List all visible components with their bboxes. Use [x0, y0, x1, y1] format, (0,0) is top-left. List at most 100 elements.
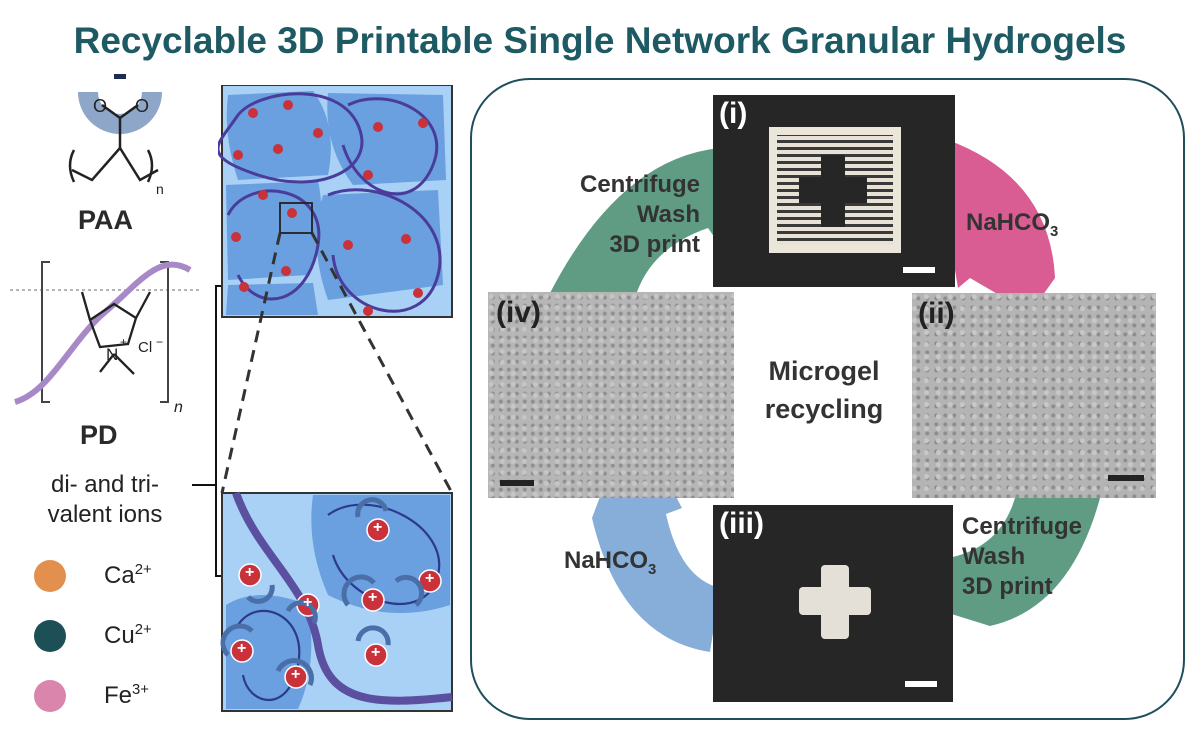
step-line: Wash [636, 201, 700, 228]
center-line1: Microgel [768, 356, 880, 386]
cation-charge: + [371, 644, 381, 661]
ion-charge: 2+ [134, 562, 152, 578]
arrow-bottom-left [592, 448, 720, 652]
panel-iii-label: (iii) [719, 507, 764, 540]
cation-dot [287, 208, 297, 218]
negative-charge-mark [114, 74, 126, 79]
cation-dot [313, 128, 323, 138]
anion-arc [355, 625, 391, 646]
carboxylate-o-left: O [93, 96, 107, 116]
pd-structure-diagram: n N + Cl − [10, 261, 200, 416]
cation-plus [284, 665, 308, 689]
step-subscript: 3 [1050, 223, 1059, 240]
cation-charge: + [373, 519, 383, 536]
ion-legend-item: Fe3+ [34, 678, 152, 714]
scale-bar [903, 267, 935, 273]
cation-plus [366, 518, 390, 542]
ion-charge: 2+ [134, 622, 152, 638]
paa-label: PAA [78, 205, 134, 235]
cation-dot [343, 240, 353, 250]
zoom-box [279, 202, 313, 234]
cation-dot [418, 118, 428, 128]
ion-legend-list: Ca2+ Cu2+ Fe3+ [34, 558, 152, 714]
figure-title: Recyclable 3D Printable Single Network G… [73, 20, 1127, 61]
step-top-left: Centrifuge Wash 3D print [538, 170, 700, 260]
cation-dot [231, 232, 241, 242]
step-line: Wash [962, 543, 1026, 570]
cation-plus [238, 563, 262, 587]
cation-dot [283, 100, 293, 110]
cation-charge: + [368, 589, 378, 606]
panel-iv-microgel-image: (iv) [488, 292, 734, 498]
ions-header-line1: di- and tri- [50, 471, 160, 498]
step-top-right: NaHCO3 [966, 208, 1058, 247]
cation-dot [363, 170, 373, 180]
center-line2: recycling [764, 394, 884, 424]
ion-legend-item: Ca2+ [34, 558, 152, 594]
anion-arc [285, 600, 318, 625]
cation-dot [239, 282, 249, 292]
step-line: 3D print [962, 573, 1053, 600]
scale-bar [1108, 475, 1144, 481]
step-subscript: 3 [648, 561, 657, 578]
ion-charge: 3+ [132, 682, 149, 698]
ion-base: Cu [104, 622, 135, 649]
pd-chloride-charge: − [156, 335, 163, 349]
pd-label: PD [80, 420, 118, 450]
pd-n-subscript: n [174, 399, 183, 416]
panel-i-label: (i) [719, 97, 748, 130]
panel-iii-printed-cross: (iii) [713, 505, 953, 702]
cation-dot [363, 306, 373, 316]
ion-label: Cu2+ [104, 622, 152, 650]
printed-cross-horizontal [799, 587, 871, 615]
ion-label: Ca2+ [104, 562, 152, 590]
scale-bar [905, 681, 937, 687]
ions-header: di- and tri- valent ions [20, 470, 190, 530]
carboxylate-o-right: O [135, 96, 149, 116]
step-line: Centrifuge [962, 513, 1082, 540]
scale-bar [500, 480, 534, 486]
cation-charge: + [237, 640, 247, 657]
panel-ii-microgel-image: (ii) [912, 293, 1156, 498]
cation-dot [273, 144, 283, 154]
ion-swatch-cu [34, 620, 66, 652]
anion-arc [394, 574, 425, 607]
cation-dot [413, 288, 423, 298]
cation-plus [361, 588, 385, 612]
anion-arc [246, 584, 275, 604]
step-line: 3D print [609, 231, 700, 258]
granular-hydrogel-schematic [218, 85, 454, 712]
panel-i-printed-grid: (i) [713, 95, 955, 287]
ion-label: Fe3+ [104, 682, 149, 710]
step-line: Centrifuge [580, 171, 700, 198]
recycling-cycle-frame [470, 78, 1185, 720]
cation-plus [230, 639, 254, 663]
crosslink-detail-panel [220, 491, 453, 712]
cation-dot [373, 122, 383, 132]
step-text: NaHCO [564, 547, 649, 574]
paa-structure-diagram: n O O [68, 70, 164, 197]
cation-dot [233, 150, 243, 160]
panel-ii-label: (ii) [918, 297, 955, 330]
arrow-top-left [550, 148, 760, 298]
carboxylate-inner [98, 70, 142, 114]
arrow-top-right [948, 140, 1055, 313]
panel-iv-label: (iv) [496, 296, 541, 329]
ion-swatch-fe [34, 680, 66, 712]
anion-arc [341, 574, 376, 607]
cross-cutout-horizontal [799, 177, 867, 203]
cycle-center-label: Microgel recycling [740, 352, 908, 428]
ion-swatch-ca [34, 560, 66, 592]
ions-header-line2: valent ions [47, 501, 163, 528]
step-bottom-left: NaHCO3 [564, 546, 656, 585]
ion-base: Fe [104, 682, 133, 709]
ion-base: Ca [104, 562, 135, 589]
pd-nitrogen: N [106, 345, 118, 364]
anion-arc [220, 623, 254, 657]
microgel-packing-panel [218, 85, 453, 318]
step-text: NaHCO [966, 209, 1051, 236]
cation-charge: + [425, 570, 435, 587]
paa-n-subscript: n [156, 181, 164, 197]
anion-arc [275, 658, 314, 686]
step-bottom-right: Centrifuge Wash 3D print [962, 512, 1122, 602]
